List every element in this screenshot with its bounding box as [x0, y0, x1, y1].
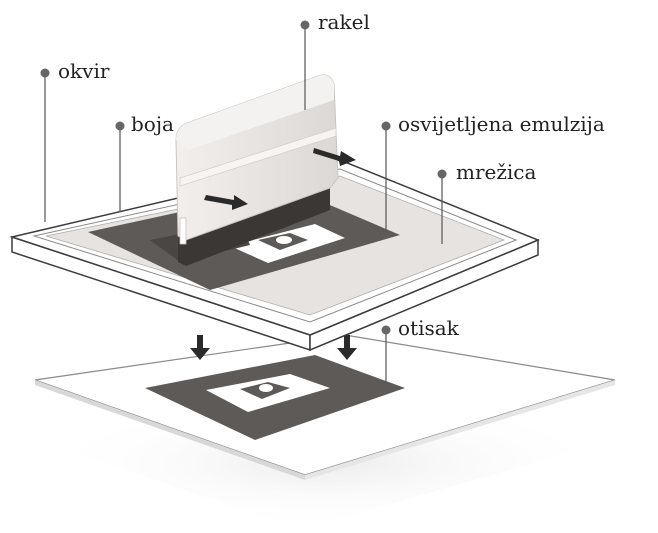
- dot-rakel: [300, 20, 310, 30]
- squeegee-notch: [179, 217, 187, 245]
- dot-okvir: [40, 68, 50, 78]
- paper-edge-right: [305, 380, 615, 480]
- dot-emulzija: [381, 121, 391, 131]
- leader-dots: [40, 20, 447, 335]
- puzzle-piece-icon-stencil: [258, 233, 308, 250]
- arrow-down-icon-right: [337, 335, 357, 360]
- squeegee-blade: [178, 188, 330, 266]
- label-boja: boja: [131, 112, 174, 136]
- dot-otisak: [381, 325, 391, 335]
- dot-boja: [115, 121, 125, 131]
- arrow-right-icon-back: [313, 148, 356, 166]
- paper-edge: [35, 380, 305, 480]
- squeegee-handle-top: [176, 75, 334, 150]
- label-otisak: otisak: [398, 316, 459, 340]
- dot-mrezica: [437, 169, 447, 179]
- print-sheet: [34, 334, 616, 480]
- puzzle-piece-icon: [240, 382, 290, 399]
- arrow-down-icon: [190, 335, 210, 360]
- leader-lines: [44, 25, 443, 385]
- label-rakel: rakel: [318, 10, 370, 34]
- label-mrezica: mrežica: [456, 160, 537, 184]
- squeegee-groove: [179, 127, 337, 187]
- label-emulzija: osvijetljena emulzija: [398, 112, 605, 136]
- label-okvir: okvir: [58, 59, 110, 83]
- arrow-right-icon: [204, 195, 248, 210]
